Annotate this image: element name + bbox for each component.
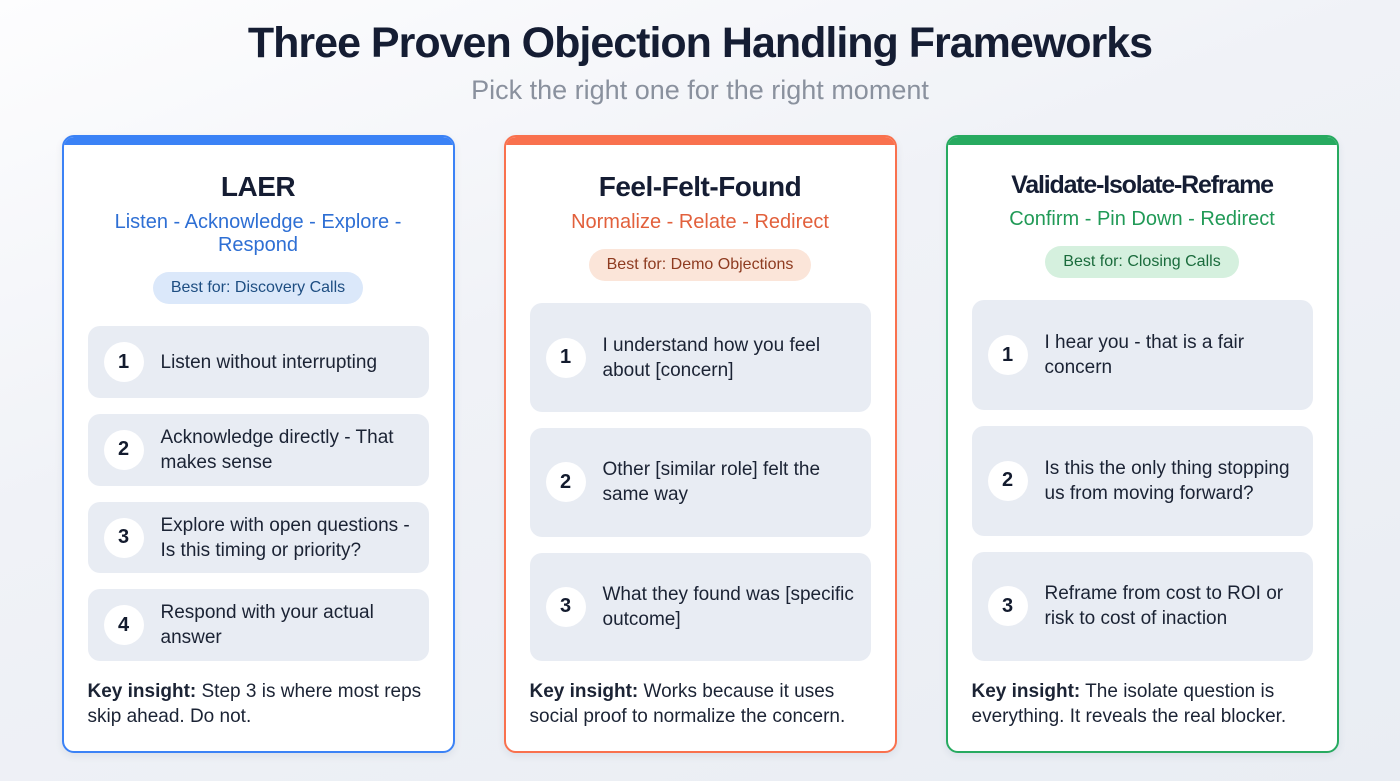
step-number: 1: [987, 335, 1028, 376]
framework-card-feel-felt-found: Feel-Felt-Found Normalize - Relate - Red…: [503, 135, 897, 754]
step-row: 3 Explore with open questions - Is this …: [87, 501, 429, 574]
framework-title: LAER: [220, 171, 296, 203]
badge-wrap: Best for: Closing Calls: [972, 246, 1313, 279]
framework-title: Feel-Felt-Found: [598, 171, 802, 203]
step-number: 3: [545, 586, 586, 627]
frameworks-row: LAER Listen - Acknowledge - Explore - Re…: [0, 135, 1400, 754]
step-number: 2: [987, 460, 1028, 501]
step-number: 3: [987, 586, 1028, 627]
step-text: Explore with open questions - Is this ti…: [160, 514, 410, 561]
page-header: Three Proven Objection Handling Framewor…: [0, 0, 1400, 106]
badge-wrap: Best for: Demo Objections: [530, 249, 871, 282]
key-insight: Key insight: The isolate question is eve…: [972, 679, 1313, 729]
step-text: I hear you - that is a fair concern: [1044, 332, 1245, 379]
framework-subtitle: Listen - Acknowledge - Explore - Respond: [114, 211, 402, 257]
card-accent-strip: [505, 137, 895, 146]
step-row: 4 Respond with your actual answer: [87, 589, 429, 662]
step-number: 2: [545, 462, 586, 503]
key-insight-text: Step 3 is where most reps skip ahead. Do…: [87, 681, 422, 728]
step-text: I understand how you feel about [concern…: [602, 334, 821, 381]
key-insight-text: Works because it uses social proof to no…: [529, 681, 846, 728]
key-insight-label: Key insight:: [87, 681, 197, 703]
framework-card-laer: LAER Listen - Acknowledge - Explore - Re…: [61, 135, 455, 754]
step-row: 3 What they found was [specific outcome]: [529, 552, 871, 662]
step-text: Acknowledge directly - That makes sense: [160, 426, 394, 473]
step-text: What they found was [specific outcome]: [602, 583, 854, 630]
step-text: Other [similar role] felt the same way: [602, 459, 821, 506]
card-body: Feel-Felt-Found Normalize - Relate - Red…: [506, 145, 895, 751]
steps-list: 1 I understand how you feel about [conce…: [529, 303, 871, 662]
best-for-badge: Best for: Demo Objections: [588, 249, 812, 282]
framework-subtitle: Normalize - Relate - Redirect: [571, 211, 829, 234]
step-number: 1: [545, 337, 586, 378]
card-body: LAER Listen - Acknowledge - Explore - Re…: [64, 145, 453, 751]
key-insight-label: Key insight:: [529, 681, 639, 703]
step-text: Respond with your actual answer: [160, 602, 374, 649]
step-row: 1 I hear you - that is a fair concern: [971, 300, 1313, 410]
step-number: 4: [103, 605, 144, 646]
card-body: Validate-Isolate-Reframe Confirm - Pin D…: [948, 145, 1337, 751]
card-accent-strip: [947, 137, 1337, 146]
step-row: 2 Other [similar role] felt the same way: [529, 427, 871, 537]
step-text: Is this the only thing stopping us from …: [1044, 457, 1290, 504]
step-row: 2 Acknowledge directly - That makes sens…: [87, 414, 429, 486]
step-number: 1: [103, 342, 144, 383]
step-number: 3: [103, 517, 144, 558]
framework-subtitle: Confirm - Pin Down - Redirect: [1009, 208, 1275, 231]
step-row: 1 I understand how you feel about [conce…: [529, 303, 871, 412]
best-for-badge: Best for: Discovery Calls: [152, 272, 364, 305]
framework-title: Validate-Isolate-Reframe: [1011, 171, 1274, 200]
key-insight-text: The isolate question is everything. It r…: [971, 681, 1287, 728]
page-subtitle: Pick the right one for the right moment: [471, 75, 929, 106]
best-for-badge: Best for: Closing Calls: [1045, 246, 1239, 279]
badge-wrap: Best for: Discovery Calls: [88, 272, 429, 305]
step-row: 1 Listen without interrupting: [87, 326, 429, 399]
key-insight: Key insight: Works because it uses socia…: [530, 679, 871, 729]
key-insight: Key insight: Step 3 is where most reps s…: [88, 679, 429, 729]
step-row: 3 Reframe from cost to ROI or risk to co…: [971, 551, 1313, 662]
steps-list: 1 Listen without interrupting 2 Acknowle…: [87, 326, 429, 662]
page-title: Three Proven Objection Handling Framewor…: [247, 19, 1153, 67]
step-number: 2: [103, 429, 144, 470]
key-insight-label: Key insight:: [971, 681, 1081, 703]
steps-list: 1 I hear you - that is a fair concern 2 …: [971, 300, 1313, 662]
step-text: Reframe from cost to ROI or risk to cost…: [1044, 583, 1284, 630]
step-text: Listen without interrupting: [160, 351, 378, 373]
step-row: 2 Is this the only thing stopping us fro…: [971, 425, 1313, 536]
card-accent-strip: [63, 137, 453, 146]
framework-card-validate-isolate-reframe: Validate-Isolate-Reframe Confirm - Pin D…: [945, 135, 1339, 754]
